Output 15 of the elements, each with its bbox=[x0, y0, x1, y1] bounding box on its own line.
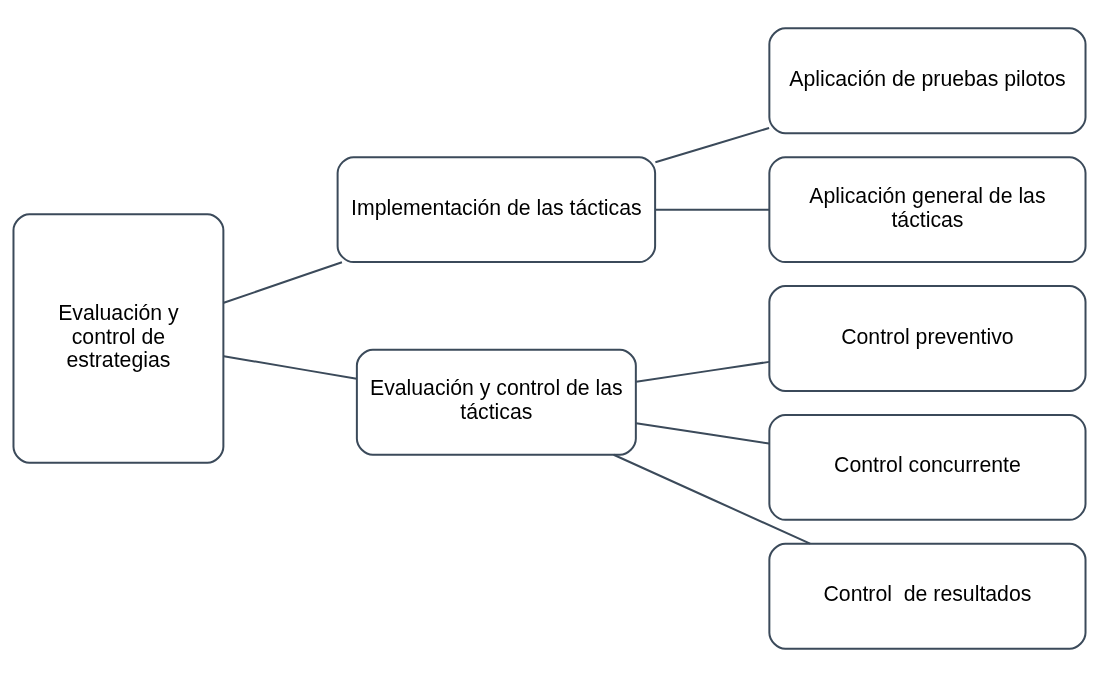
node-box: Control de resultados bbox=[768, 542, 1087, 650]
connector bbox=[222, 261, 343, 304]
connector bbox=[612, 453, 812, 545]
node-box: Evaluación y control de estrategias bbox=[12, 213, 225, 464]
node-box: Evaluación y control de las tácticas bbox=[355, 348, 637, 456]
connector bbox=[654, 127, 771, 164]
node-box: Aplicación de pruebas pilotos bbox=[768, 27, 1087, 135]
connector bbox=[222, 355, 358, 380]
node-box: Control preventivo bbox=[768, 285, 1087, 392]
node-box: Implementación de las tácticas bbox=[336, 156, 657, 264]
connector bbox=[635, 360, 771, 383]
node-box: Aplicación general de las tácticas bbox=[768, 156, 1087, 264]
connector bbox=[654, 208, 771, 211]
connector bbox=[635, 422, 771, 445]
node-box: Control concurrente bbox=[768, 413, 1087, 521]
